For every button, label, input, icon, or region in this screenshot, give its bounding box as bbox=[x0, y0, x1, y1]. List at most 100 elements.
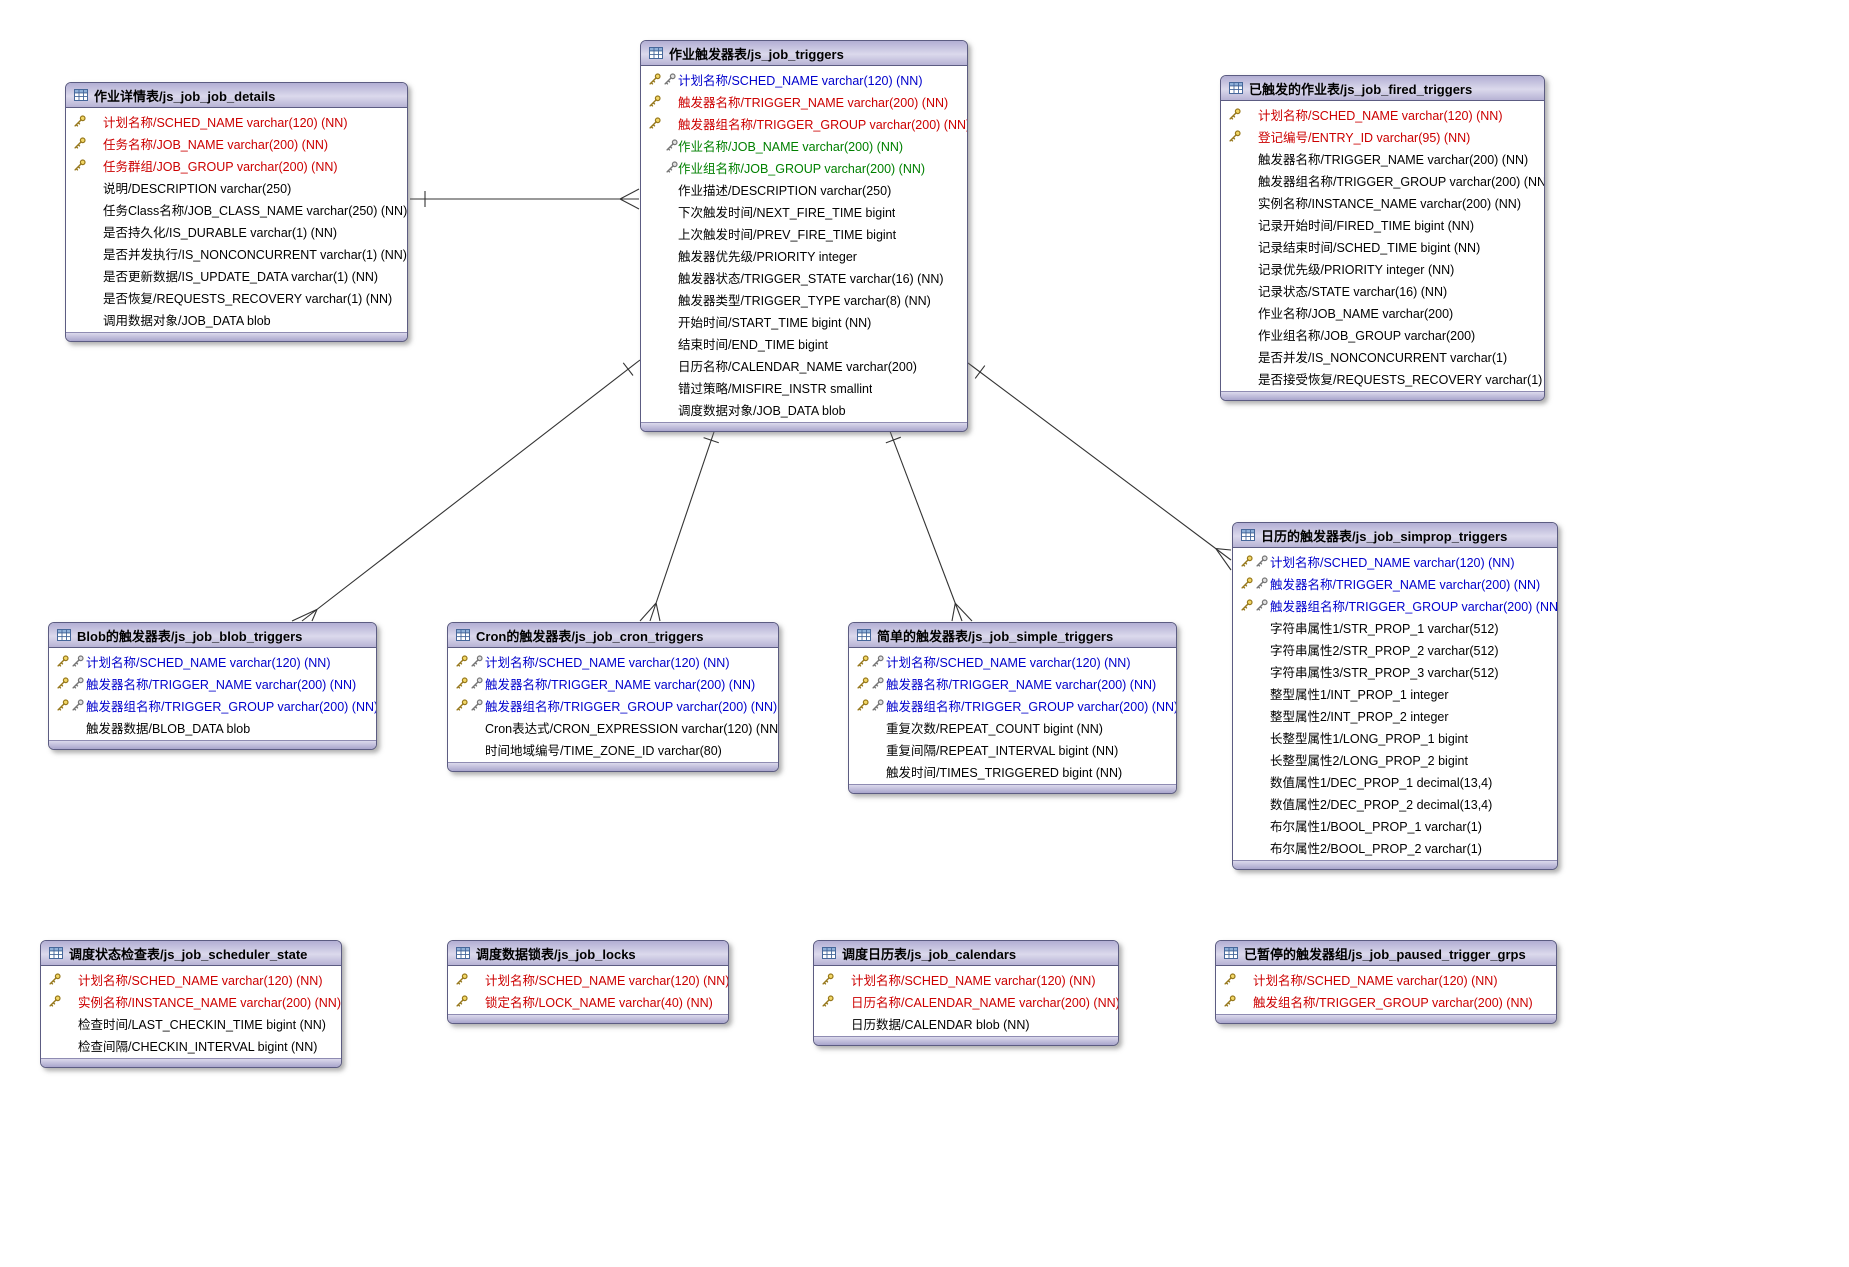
field-row-job_group[interactable]: 作业组名称/JOB_GROUP varchar(200) (NN) bbox=[641, 156, 967, 178]
field-row-is_durable[interactable]: 是否持久化/IS_DURABLE varchar(1) (NN) bbox=[66, 220, 407, 242]
field-row-lock_name[interactable]: 锁定名称/LOCK_NAME varchar(40) (NN) bbox=[448, 990, 728, 1012]
field-row-trigger_group[interactable]: 触发器组名称/TRIGGER_GROUP varchar(200) (NN) bbox=[448, 694, 778, 716]
field-row-calendar_name[interactable]: 日历名称/CALENDAR_NAME varchar(200) (NN) bbox=[814, 990, 1118, 1012]
field-row-sched_time[interactable]: 记录结束时间/SCHED_TIME bigint (NN) bbox=[1221, 235, 1544, 257]
field-row-requests_recovery[interactable]: 是否恢复/REQUESTS_RECOVERY varchar(1) (NN) bbox=[66, 286, 407, 308]
field-row-requests_recovery[interactable]: 是否接受恢复/REQUESTS_RECOVERY varchar(1) bbox=[1221, 367, 1544, 389]
field-row-is_nonconcurrent[interactable]: 是否并发/IS_NONCONCURRENT varchar(1) bbox=[1221, 345, 1544, 367]
relationship-js_job_triggers-to-js_job_blob_triggers[interactable] bbox=[291, 359, 641, 622]
field-row-sched_name[interactable]: 计划名称/SCHED_NAME varchar(120) (NN) bbox=[1233, 550, 1557, 572]
field-row-last_checkin_time[interactable]: 检查时间/LAST_CHECKIN_TIME bigint (NN) bbox=[41, 1012, 341, 1034]
field-row-trigger_group[interactable]: 触发器组名称/TRIGGER_GROUP varchar(200) (NN) bbox=[849, 694, 1176, 716]
field-row-time_zone_id[interactable]: 时间地域编号/TIME_ZONE_ID varchar(80) bbox=[448, 738, 778, 760]
field-row-next_fire_time[interactable]: 下次触发时间/NEXT_FIRE_TIME bigint bbox=[641, 200, 967, 222]
field-row-trigger_name[interactable]: 触发器名称/TRIGGER_NAME varchar(200) (NN) bbox=[49, 672, 376, 694]
field-row-sched_name[interactable]: 计划名称/SCHED_NAME varchar(120) (NN) bbox=[448, 968, 728, 990]
field-row-repeat_interval[interactable]: 重复间隔/REPEAT_INTERVAL bigint (NN) bbox=[849, 738, 1176, 760]
field-row-sched_name[interactable]: 计划名称/SCHED_NAME varchar(120) (NN) bbox=[41, 968, 341, 990]
field-row-trigger_group[interactable]: 触发组名称/TRIGGER_GROUP varchar(200) (NN) bbox=[1216, 990, 1556, 1012]
field-row-instance_name[interactable]: 实例名称/INSTANCE_NAME varchar(200) (NN) bbox=[1221, 191, 1544, 213]
table-header[interactable]: 已触发的作业表/js_job_fired_triggers bbox=[1221, 76, 1544, 101]
field-row-sched_name[interactable]: 计划名称/SCHED_NAME varchar(120) (NN) bbox=[66, 110, 407, 132]
field-row-long_prop_1[interactable]: 长整型属性1/LONG_PROP_1 bigint bbox=[1233, 726, 1557, 748]
table-header[interactable]: 已暂停的触发器组/js_job_paused_trigger_grps bbox=[1216, 941, 1556, 966]
field-row-bool_prop_2[interactable]: 布尔属性2/BOOL_PROP_2 varchar(1) bbox=[1233, 836, 1557, 858]
field-row-trigger_type[interactable]: 触发器类型/TRIGGER_TYPE varchar(8) (NN) bbox=[641, 288, 967, 310]
field-row-trigger_name[interactable]: 触发器名称/TRIGGER_NAME varchar(200) (NN) bbox=[1221, 147, 1544, 169]
field-row-trigger_group[interactable]: 触发器组名称/TRIGGER_GROUP varchar(200) (NN) bbox=[641, 112, 967, 134]
field-row-repeat_count[interactable]: 重复次数/REPEAT_COUNT bigint (NN) bbox=[849, 716, 1176, 738]
field-row-description[interactable]: 作业描述/DESCRIPTION varchar(250) bbox=[641, 178, 967, 200]
table-header[interactable]: 作业详情表/js_job_job_details bbox=[66, 83, 407, 108]
field-row-start_time[interactable]: 开始时间/START_TIME bigint (NN) bbox=[641, 310, 967, 332]
field-row-sched_name[interactable]: 计划名称/SCHED_NAME varchar(120) (NN) bbox=[49, 650, 376, 672]
relationship-js_job_triggers-to-js_job_cron_triggers[interactable] bbox=[639, 425, 719, 622]
field-row-trigger_state[interactable]: 触发器状态/TRIGGER_STATE varchar(16) (NN) bbox=[641, 266, 967, 288]
field-row-dec_prop_2[interactable]: 数值属性2/DEC_PROP_2 decimal(13,4) bbox=[1233, 792, 1557, 814]
field-row-str_prop_3[interactable]: 字符串属性3/STR_PROP_3 varchar(512) bbox=[1233, 660, 1557, 682]
field-row-checkin_interval[interactable]: 检查间隔/CHECKIN_INTERVAL bigint (NN) bbox=[41, 1034, 341, 1056]
field-row-misfire_instr[interactable]: 错过策略/MISFIRE_INSTR smallint bbox=[641, 376, 967, 398]
field-row-sched_name[interactable]: 计划名称/SCHED_NAME varchar(120) (NN) bbox=[1216, 968, 1556, 990]
table-header[interactable]: 调度日历表/js_job_calendars bbox=[814, 941, 1118, 966]
field-row-job_group[interactable]: 任务群组/JOB_GROUP varchar(200) (NN) bbox=[66, 154, 407, 176]
field-row-dec_prop_1[interactable]: 数值属性1/DEC_PROP_1 decimal(13,4) bbox=[1233, 770, 1557, 792]
field-row-trigger_name[interactable]: 触发器名称/TRIGGER_NAME varchar(200) (NN) bbox=[641, 90, 967, 112]
field-row-description[interactable]: 说明/DESCRIPTION varchar(250) bbox=[66, 176, 407, 198]
field-row-job_name[interactable]: 作业名称/JOB_NAME varchar(200) (NN) bbox=[641, 134, 967, 156]
field-row-str_prop_1[interactable]: 字符串属性1/STR_PROP_1 varchar(512) bbox=[1233, 616, 1557, 638]
field-row-sched_name[interactable]: 计划名称/SCHED_NAME varchar(120) (NN) bbox=[849, 650, 1176, 672]
table-header[interactable]: 日历的触发器表/js_job_simprop_triggers bbox=[1233, 523, 1557, 548]
field-row-calendar_name[interactable]: 日历名称/CALENDAR_NAME varchar(200) bbox=[641, 354, 967, 376]
relationship-js_job_triggers-to-js_job_simprop_triggers[interactable] bbox=[967, 362, 1232, 571]
field-row-calendar[interactable]: 日历数据/CALENDAR blob (NN) bbox=[814, 1012, 1118, 1034]
field-row-trigger_name[interactable]: 触发器名称/TRIGGER_NAME varchar(200) (NN) bbox=[448, 672, 778, 694]
field-row-trigger_group[interactable]: 触发器组名称/TRIGGER_GROUP varchar(200) (NN) bbox=[1221, 169, 1544, 191]
field-row-sched_name[interactable]: 计划名称/SCHED_NAME varchar(120) (NN) bbox=[1221, 103, 1544, 125]
field-row-trigger_name[interactable]: 触发器名称/TRIGGER_NAME varchar(200) (NN) bbox=[1233, 572, 1557, 594]
field-row-str_prop_2[interactable]: 字符串属性2/STR_PROP_2 varchar(512) bbox=[1233, 638, 1557, 660]
field-row-priority[interactable]: 触发器优先级/PRIORITY integer bbox=[641, 244, 967, 266]
field-row-is_update_data[interactable]: 是否更新数据/IS_UPDATE_DATA varchar(1) (NN) bbox=[66, 264, 407, 286]
field-row-job_data[interactable]: 调用数据对象/JOB_DATA blob bbox=[66, 308, 407, 330]
field-row-blob_data[interactable]: 触发器数据/BLOB_DATA blob bbox=[49, 716, 376, 738]
field-row-times_triggered[interactable]: 触发时间/TIMES_TRIGGERED bigint (NN) bbox=[849, 760, 1176, 782]
table-header[interactable]: 作业触发器表/js_job_triggers bbox=[641, 41, 967, 66]
field-row-trigger_group[interactable]: 触发器组名称/TRIGGER_GROUP varchar(200) (NN) bbox=[1233, 594, 1557, 616]
field-row-job_group[interactable]: 作业组名称/JOB_GROUP varchar(200) bbox=[1221, 323, 1544, 345]
field-row-is_nonconcurrent[interactable]: 是否并发执行/IS_NONCONCURRENT varchar(1) (NN) bbox=[66, 242, 407, 264]
table-header[interactable]: 简单的触发器表/js_job_simple_triggers bbox=[849, 623, 1176, 648]
field-row-entry_id[interactable]: 登记编号/ENTRY_ID varchar(95) (NN) bbox=[1221, 125, 1544, 147]
field-row-job_name[interactable]: 任务名称/JOB_NAME varchar(200) (NN) bbox=[66, 132, 407, 154]
field-row-priority[interactable]: 记录优先级/PRIORITY integer (NN) bbox=[1221, 257, 1544, 279]
field-row-sched_name[interactable]: 计划名称/SCHED_NAME varchar(120) (NN) bbox=[448, 650, 778, 672]
field-row-fired_time[interactable]: 记录开始时间/FIRED_TIME bigint (NN) bbox=[1221, 213, 1544, 235]
table-header[interactable]: Blob的触发器表/js_job_blob_triggers bbox=[49, 623, 376, 648]
field-row-long_prop_2[interactable]: 长整型属性2/LONG_PROP_2 bigint bbox=[1233, 748, 1557, 770]
relationship-js_job_job_details-to-js_job_triggers[interactable] bbox=[410, 188, 640, 210]
field-row-int_prop_1[interactable]: 整型属性1/INT_PROP_1 integer bbox=[1233, 682, 1557, 704]
field-row-instance_name[interactable]: 实例名称/INSTANCE_NAME varchar(200) (NN) bbox=[41, 990, 341, 1012]
table-header[interactable]: 调度状态检查表/js_job_scheduler_state bbox=[41, 941, 341, 966]
field-row-trigger_name[interactable]: 触发器名称/TRIGGER_NAME varchar(200) (NN) bbox=[849, 672, 1176, 694]
field-row-state[interactable]: 记录状态/STATE varchar(16) (NN) bbox=[1221, 279, 1544, 301]
field-row-job_name[interactable]: 作业名称/JOB_NAME varchar(200) bbox=[1221, 301, 1544, 323]
field-row-cron_expression[interactable]: Cron表达式/CRON_EXPRESSION varchar(120) (NN… bbox=[448, 716, 778, 738]
field-row-prev_fire_time[interactable]: 上次触发时间/PREV_FIRE_TIME bigint bbox=[641, 222, 967, 244]
field-row-sched_name[interactable]: 计划名称/SCHED_NAME varchar(120) (NN) bbox=[814, 968, 1118, 990]
field-row-int_prop_2[interactable]: 整型属性2/INT_PROP_2 integer bbox=[1233, 704, 1557, 726]
field-row-end_time[interactable]: 结束时间/END_TIME bigint bbox=[641, 332, 967, 354]
table-header[interactable]: 调度数据锁表/js_job_locks bbox=[448, 941, 728, 966]
field-row-sched_name[interactable]: 计划名称/SCHED_NAME varchar(120) (NN) bbox=[641, 68, 967, 90]
